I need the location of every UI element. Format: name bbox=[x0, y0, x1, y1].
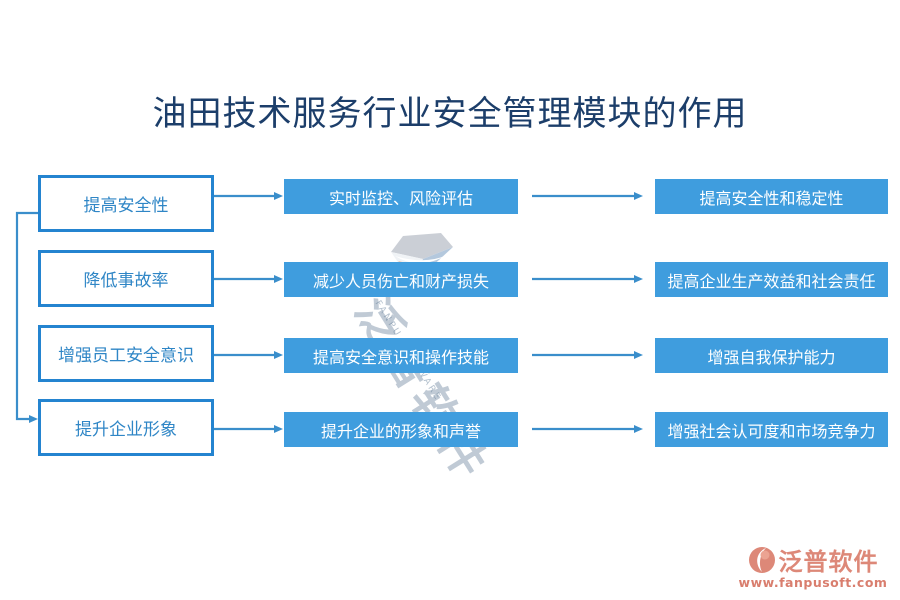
cause-box-1: 提高安全性 bbox=[38, 175, 214, 232]
connector-box1-to-box4 bbox=[15, 211, 38, 423]
cause-box-3: 增强员工安全意识 bbox=[38, 325, 214, 382]
action-box-4: 提升企业的形象和声誉 bbox=[284, 412, 518, 447]
fanpu-logo-icon bbox=[748, 546, 775, 573]
fanpu-logo: 泛普软件 www.fanpusoft.com bbox=[738, 542, 888, 590]
result-box-3: 增强自我保护能力 bbox=[655, 338, 888, 373]
result-box-1: 提高安全性和稳定性 bbox=[655, 179, 888, 214]
result-box-2: 提高企业生产效益和社会责任 bbox=[655, 262, 888, 297]
fanpu-logo-url: www.fanpusoft.com bbox=[738, 575, 888, 590]
action-box-2: 减少人员伤亡和财产损失 bbox=[284, 262, 518, 297]
action-box-1: 实时监控、风险评估 bbox=[284, 179, 518, 214]
diagram-title: 油田技术服务行业安全管理模块的作用 bbox=[152, 94, 748, 134]
cause-box-2: 降低事故率 bbox=[38, 250, 214, 307]
action-box-3: 提高安全意识和操作技能 bbox=[284, 338, 518, 373]
fanpu-logo-text: 泛普软件 bbox=[778, 547, 879, 576]
result-box-4: 增强社会认可度和市场竞争力 bbox=[655, 412, 888, 447]
cause-box-4: 提升企业形象 bbox=[38, 399, 214, 456]
